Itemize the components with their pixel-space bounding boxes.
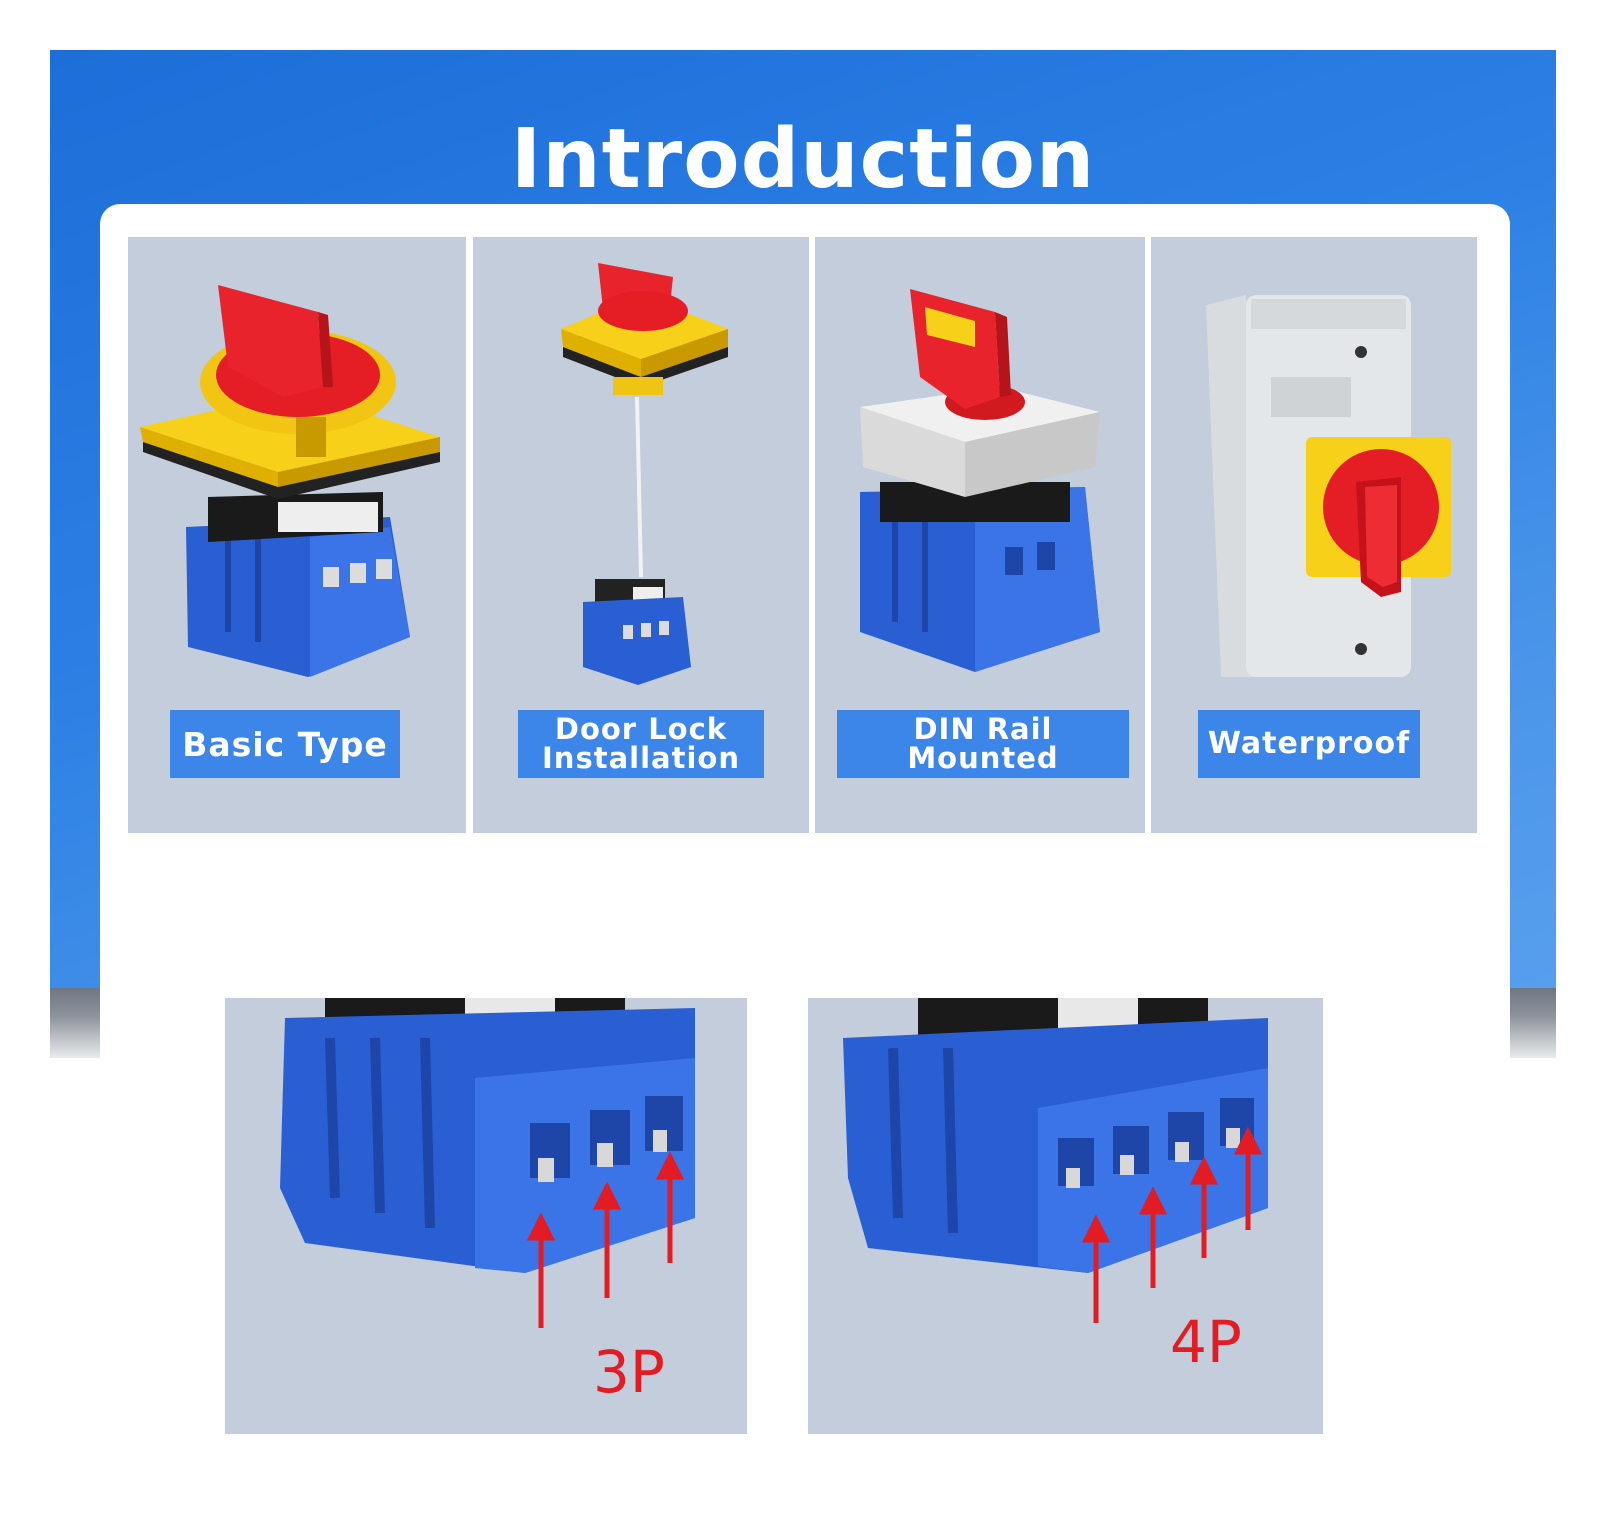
- type-label-waterproof: Waterproof: [1198, 710, 1420, 778]
- type-label-din-rail-text: DIN Rail Mounted: [907, 712, 1059, 775]
- pole-label-4p: 4P: [1170, 1308, 1242, 1376]
- basic-type-switch-image: [140, 285, 440, 677]
- pole-panel-4p: 4P: [808, 998, 1323, 1434]
- page-title: Introduction: [510, 112, 1096, 207]
- type-panel-waterproof: Waterproof: [1151, 237, 1477, 833]
- type-label-basic-text: Basic Type: [182, 724, 388, 764]
- type-label-door-lock: Door Lock Installation: [518, 710, 764, 778]
- type-label-waterproof-text: Waterproof: [1207, 726, 1411, 761]
- four-pole-terminal-image: [843, 998, 1268, 1323]
- door-lock-switch-image: [561, 263, 728, 685]
- pole-label-3p: 3P: [593, 1338, 665, 1406]
- type-panel-basic: Basic Type: [128, 237, 466, 833]
- din-rail-switch-image: [860, 289, 1100, 672]
- type-panel-door-lock: Door Lock Installation: [473, 237, 809, 833]
- waterproof-switch-image: [1206, 295, 1451, 677]
- three-pole-terminal-image: [280, 998, 695, 1328]
- type-label-door-lock-line2: Installation: [542, 741, 740, 775]
- pole-panel-3p: 3P: [225, 998, 747, 1434]
- type-label-basic: Basic Type: [170, 710, 400, 778]
- type-label-din-rail: DIN Rail Mounted: [837, 710, 1129, 778]
- type-label-door-lock-line1: Door Lock: [554, 712, 728, 746]
- type-panel-din-rail: DIN Rail Mounted: [815, 237, 1145, 833]
